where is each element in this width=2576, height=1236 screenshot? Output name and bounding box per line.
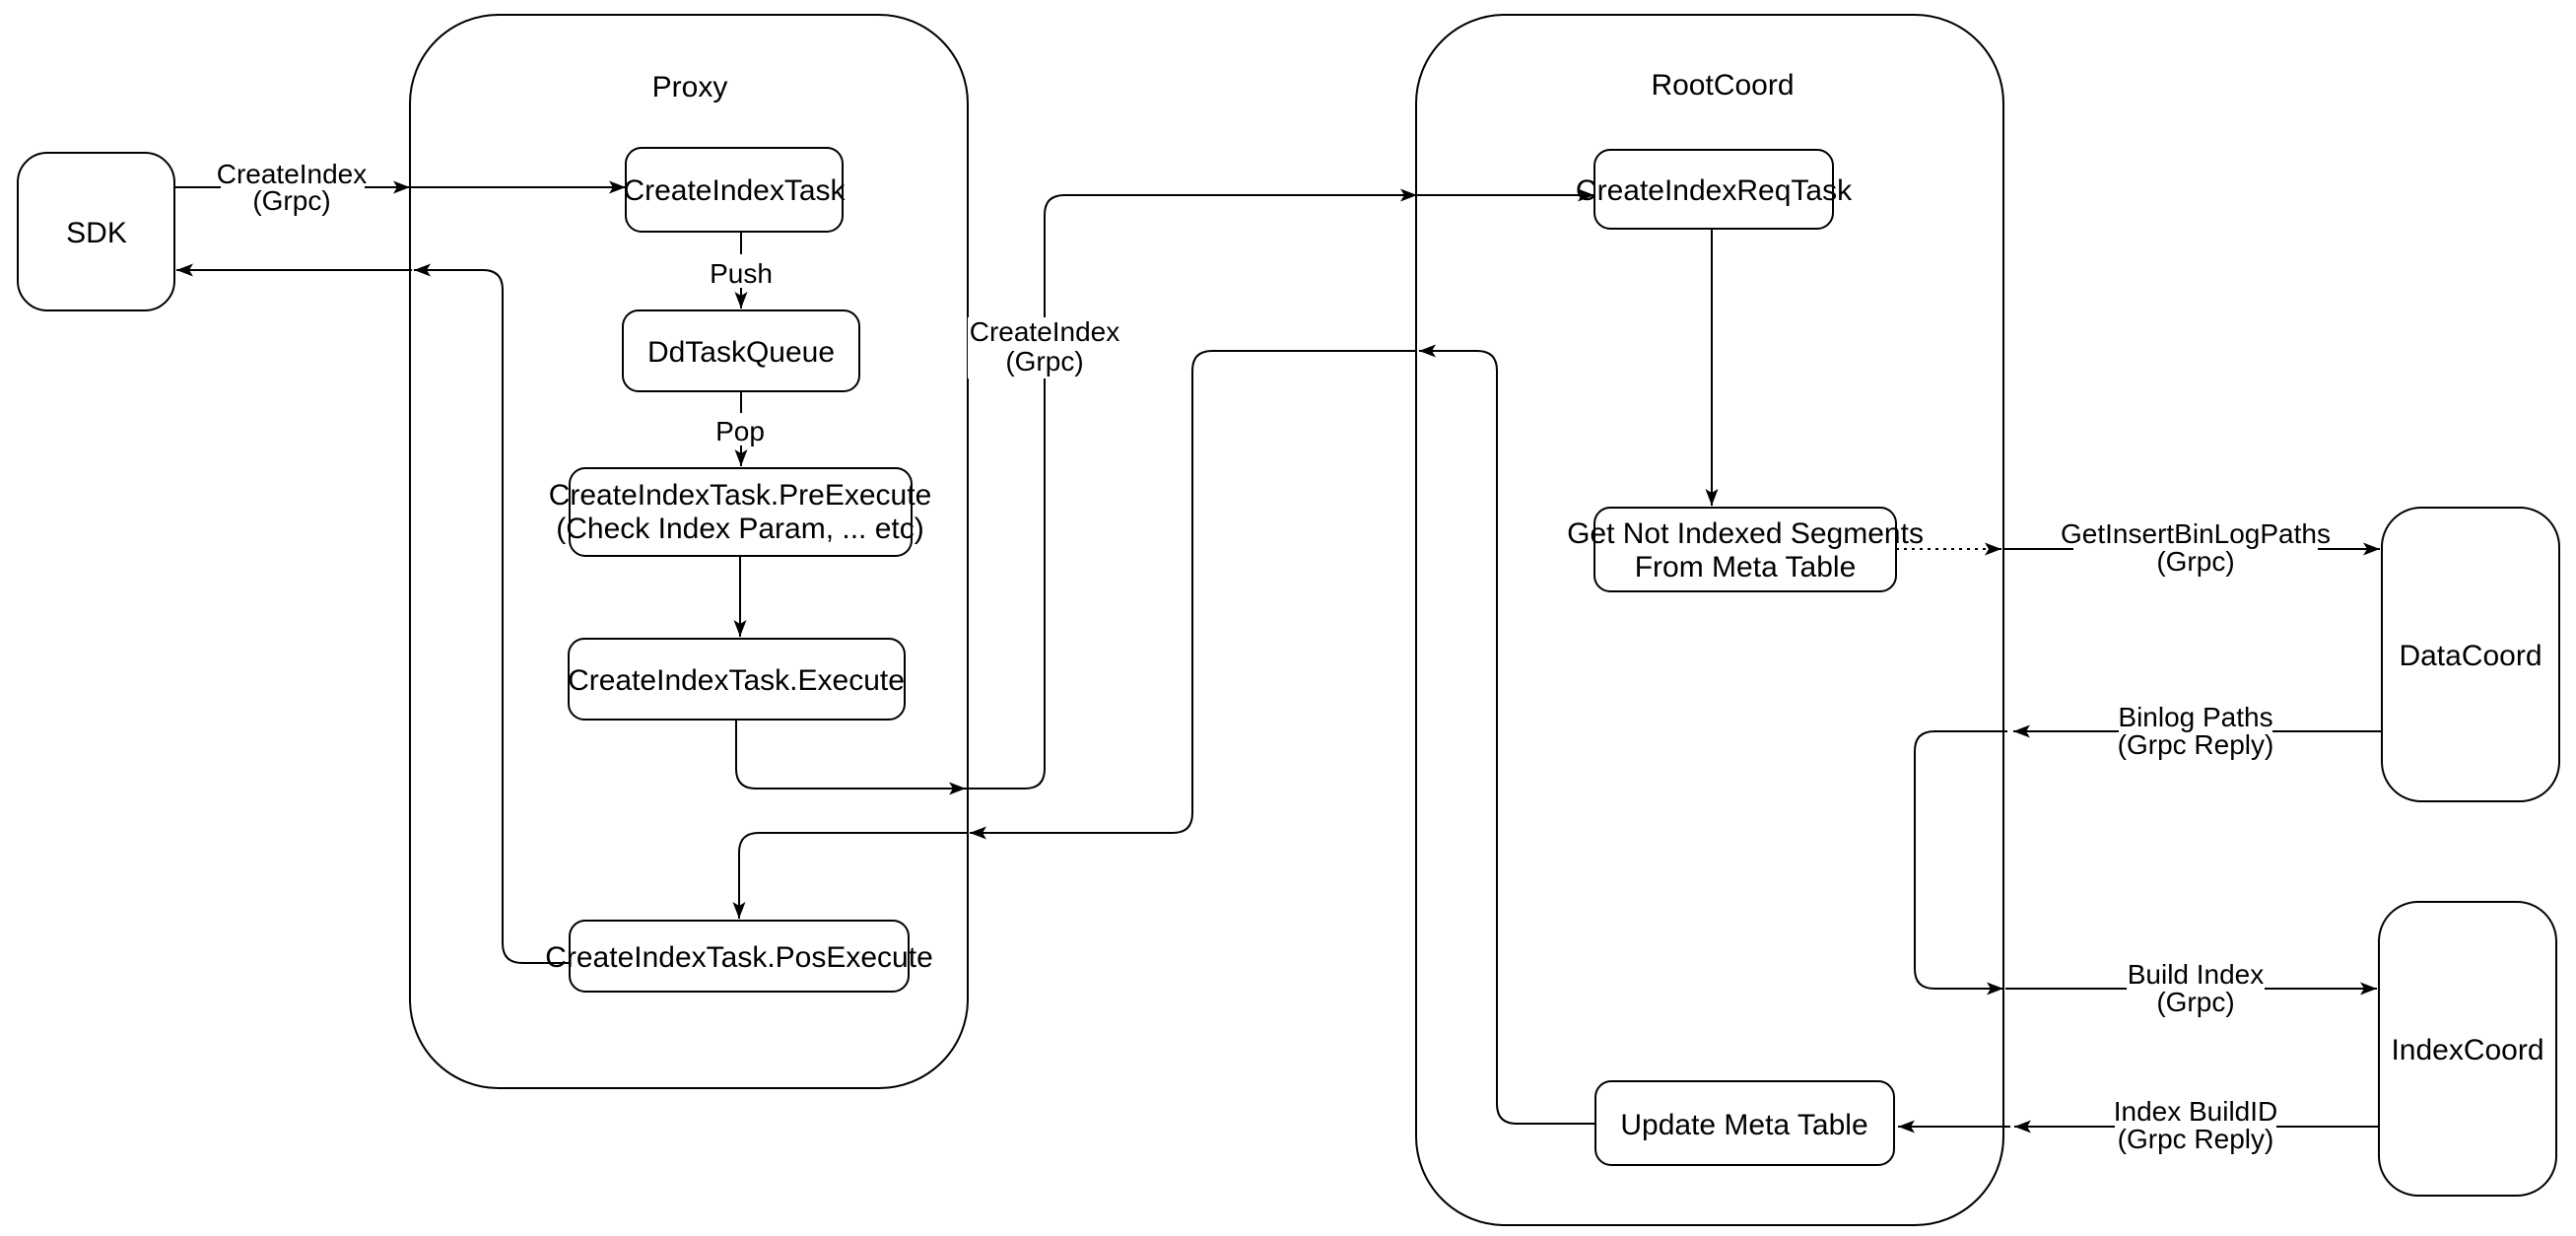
node-indexcoord: IndexCoord	[2378, 901, 2557, 1197]
edge-binlog-channel	[1914, 730, 2007, 996]
node-dd-task-queue: DdTaskQueue	[622, 309, 860, 392]
edge-label-index-buildid: Index BuildID (Grpc Reply)	[2114, 1096, 2278, 1154]
create-index-req-task-box	[1593, 149, 1834, 230]
index-buildid-label-line2: (Grpc Reply)	[2118, 1124, 2274, 1154]
edge-label-build-index: Build Index (Grpc)	[2127, 959, 2265, 1017]
pos-execute-box	[569, 920, 910, 993]
index-buildid-label-bg	[2115, 1098, 2276, 1154]
edges	[174, 180, 2382, 1133]
edge-label-pop: Pop	[712, 413, 768, 446]
get-insert-binlog-label-bg	[2073, 521, 2318, 577]
rootcoord-label: RootCoord	[1651, 69, 1794, 102]
execute-label: CreateIndexTask.Execute	[568, 664, 905, 697]
edge-label-sdk-request: CreateIndex (Grpc)	[217, 159, 368, 216]
push-label: Push	[710, 258, 773, 289]
node-pre-execute: CreateIndexTask.PreExecute (Check Index …	[549, 467, 932, 557]
push-label-bg	[710, 254, 773, 288]
get-insert-binlog-label-line2: (Grpc)	[2156, 546, 2234, 577]
edge-posexecute-out-of-proxy	[414, 263, 570, 964]
get-insert-binlog-label-line1: GetInsertBinLogPaths	[2061, 518, 2331, 549]
node-execute: CreateIndexTask.Execute	[568, 638, 906, 721]
sdk-request-label-line1: CreateIndex	[217, 159, 368, 189]
edge-label-push: Push	[710, 254, 773, 289]
build-index-label-bg	[2127, 961, 2265, 1017]
update-meta-table-label: Update Meta Table	[1620, 1109, 1867, 1141]
create-index-task-label: CreateIndexTask	[623, 174, 846, 207]
execute-box	[568, 638, 906, 721]
sdk-request-label-bg	[221, 162, 365, 213]
datacoord-label: DataCoord	[2399, 640, 2542, 672]
get-not-indexed-box	[1593, 507, 1897, 592]
binlog-paths-label-bg	[2119, 704, 2272, 760]
node-create-index-task: CreateIndexTask	[623, 147, 847, 233]
indexcoord-label: IndexCoord	[2391, 1034, 2543, 1066]
edge-label-get-insert-binlog: GetInsertBinLogPaths (Grpc)	[2061, 518, 2331, 577]
node-update-meta-table: Update Meta Table	[1594, 1080, 1895, 1166]
pre-execute-label-line1: CreateIndexTask.PreExecute	[549, 479, 932, 512]
edge-label-proxy-to-root: CreateIndex (Grpc)	[968, 316, 1123, 378]
pop-label: Pop	[715, 416, 765, 446]
binlog-paths-label-line1: Binlog Paths	[2118, 702, 2272, 732]
pop-label-bg	[712, 413, 768, 446]
node-datacoord: DataCoord	[2381, 507, 2560, 802]
pre-execute-label-line2: (Check Index Param, ... etc)	[556, 513, 923, 545]
node-create-index-req-task: CreateIndexReqTask	[1576, 149, 1853, 230]
sdk-label: SDK	[66, 217, 127, 249]
proxy-to-root-label-line1: CreateIndex	[970, 316, 1120, 347]
sdk-box	[17, 152, 175, 311]
rootcoord-outline	[1415, 14, 2004, 1226]
datacoord-box	[2381, 507, 2560, 802]
node-get-not-indexed: Get Not Indexed Segments From Meta Table	[1567, 507, 1924, 592]
edge-reply-to-posexecute	[732, 832, 968, 919]
proxy-to-root-label-line2: (Grpc)	[1005, 346, 1083, 377]
node-sdk: SDK	[17, 152, 175, 311]
pre-execute-box	[569, 467, 913, 557]
proxy-label: Proxy	[652, 71, 728, 103]
binlog-paths-label-line2: (Grpc Reply)	[2118, 729, 2274, 760]
index-buildid-label-line1: Index BuildID	[2114, 1096, 2278, 1127]
create-index-task-box	[625, 147, 844, 233]
container-proxy: Proxy	[409, 14, 969, 1089]
get-not-indexed-label-line2: From Meta Table	[1635, 551, 1857, 584]
dd-task-queue-box	[622, 309, 860, 392]
edge-reply-out-of-rootcoord	[1419, 344, 1595, 1125]
edge-execute-out-of-proxy	[735, 720, 966, 795]
build-index-label-line2: (Grpc)	[2156, 987, 2234, 1017]
edge-reply-to-proxy	[970, 350, 1417, 840]
container-rootcoord: RootCoord	[1415, 14, 2004, 1226]
node-pos-execute: CreateIndexTask.PosExecute	[545, 920, 933, 993]
edge-createindex-grpc-to-rootcoord	[966, 188, 1417, 790]
update-meta-table-box	[1594, 1080, 1895, 1166]
build-index-label-line1: Build Index	[2128, 959, 2265, 990]
proxy-to-root-label-bg	[968, 317, 1123, 378]
pos-execute-label: CreateIndexTask.PosExecute	[545, 941, 933, 974]
sdk-request-label-line2: (Grpc)	[252, 185, 330, 216]
dd-task-queue-label: DdTaskQueue	[647, 336, 835, 369]
indexcoord-box	[2378, 901, 2557, 1197]
create-index-req-task-label: CreateIndexReqTask	[1576, 174, 1853, 207]
proxy-outline	[409, 14, 969, 1089]
get-not-indexed-label-line1: Get Not Indexed Segments	[1567, 517, 1924, 550]
edge-label-binlog-paths: Binlog Paths (Grpc Reply)	[2118, 702, 2274, 760]
